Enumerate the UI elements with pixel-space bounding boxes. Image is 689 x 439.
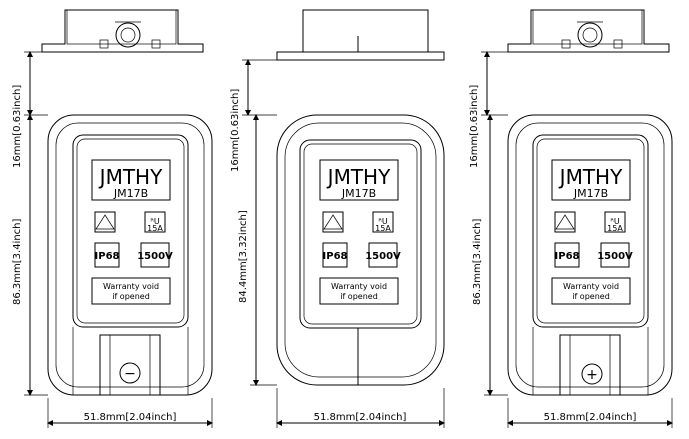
brand-text: JMTHY xyxy=(558,165,623,189)
right-top-dim: 16mm[0.63inch] xyxy=(469,85,480,168)
ul-rating: 15A xyxy=(147,224,163,233)
middle-label: JMTHY JM17B ᴿU 15A IP68 1500V Warranty v… xyxy=(319,159,401,305)
left-view: 16mm[0.63inch] − JMTHY JM17B ᴿU xyxy=(12,9,213,428)
ip-rating: IP68 xyxy=(95,251,120,262)
model-text: JM17B xyxy=(341,187,376,200)
middle-width-dim: 51.8mm[2.04inch] xyxy=(314,412,407,423)
middle-top-view xyxy=(276,9,445,61)
voltage-rating: 1500V xyxy=(597,251,633,262)
brand-text: JMTHY xyxy=(98,165,163,189)
right-label: JMTHY JM17B ᴿU 15A IP68 1500V Warranty v… xyxy=(551,159,633,305)
positive-symbol: + xyxy=(586,367,598,383)
negative-symbol: − xyxy=(124,366,136,382)
middle-body xyxy=(276,114,445,386)
warning-icon xyxy=(95,214,115,230)
left-body: − xyxy=(47,114,213,396)
warning-icon xyxy=(555,214,575,230)
warranty-line1: Warranty void xyxy=(103,282,159,291)
brand-text: JMTHY xyxy=(326,165,391,189)
warranty-line2: if opened xyxy=(340,292,378,301)
voltage-rating: 1500V xyxy=(365,251,401,262)
warranty-line2: if opened xyxy=(112,292,150,301)
middle-top-dim: 16mm[0.63inch] xyxy=(230,89,241,172)
right-top-view xyxy=(507,9,670,53)
left-top-view xyxy=(41,9,204,53)
ul-rating: 15A xyxy=(375,224,391,233)
left-width-dim: 51.8mm[2.04inch] xyxy=(84,412,177,423)
model-text: JM17B xyxy=(113,187,148,200)
ul-mark: ᴿU xyxy=(610,217,620,226)
warning-icon xyxy=(323,214,343,230)
left-height-dim: 86.3mm[3.4inch] xyxy=(12,218,23,305)
ul-rating: 15A xyxy=(607,224,623,233)
ul-mark: ᴿU xyxy=(378,217,388,226)
warranty-line1: Warranty void xyxy=(331,282,387,291)
right-height-dim: 86.3mm[3.4inch] xyxy=(472,218,483,305)
left-label: JMTHY JM17B ᴿU 15A IP68 1500V Warranty v… xyxy=(91,159,173,305)
right-body: + xyxy=(507,114,673,396)
middle-height-dim: 84.4mm[3.32inch] xyxy=(238,210,249,303)
right-width-dim: 51.8mm[2.04inch] xyxy=(544,412,637,423)
right-view: 16mm[0.63inch] + JMTHY JM17B ᴿU 15A IP68 xyxy=(469,9,673,428)
model-text: JM17B xyxy=(573,187,608,200)
ip-rating: IP68 xyxy=(323,251,348,262)
voltage-rating: 1500V xyxy=(137,251,173,262)
warranty-line2: if opened xyxy=(572,292,610,301)
left-top-dim: 16mm[0.63inch] xyxy=(12,85,23,168)
ip-rating: IP68 xyxy=(555,251,580,262)
ul-mark: ᴿU xyxy=(150,217,160,226)
warranty-line1: Warranty void xyxy=(563,282,619,291)
middle-view: 16mm[0.63inch] JMTHY JM17B ᴿU 15A IP68 1… xyxy=(230,9,445,428)
